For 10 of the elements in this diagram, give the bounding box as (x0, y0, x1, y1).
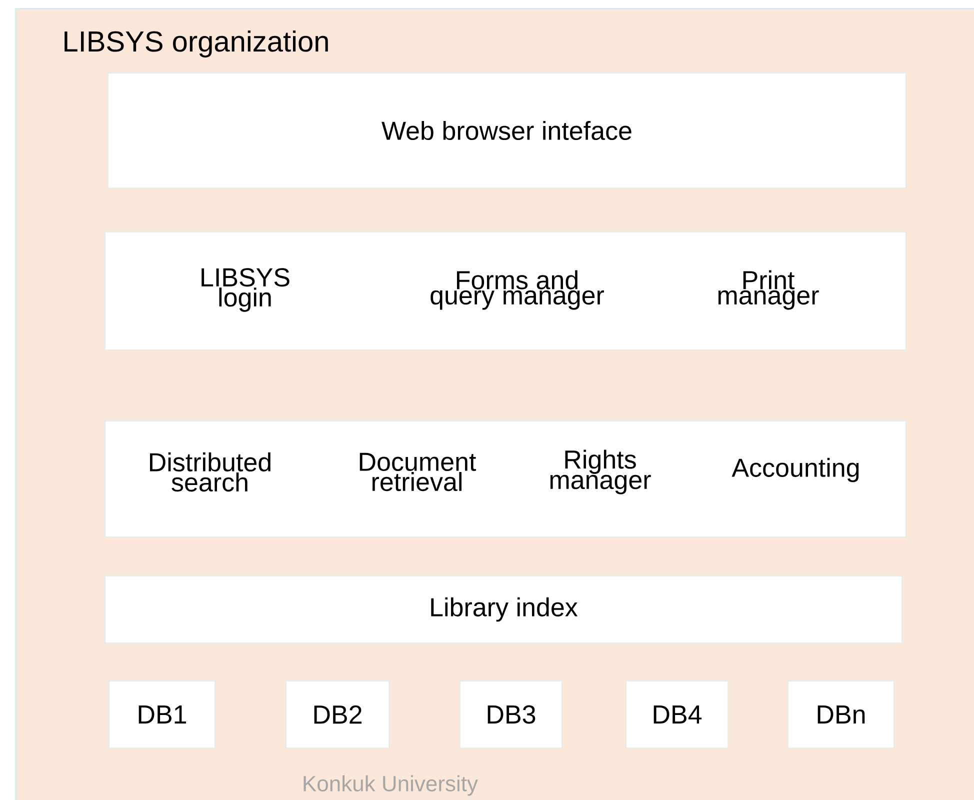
footer-text: Konkuk University (304, 775, 478, 796)
database-box: DB4 (626, 680, 728, 748)
layer-box: Library index (104, 576, 902, 644)
database-box: DBn (788, 680, 894, 748)
database-box: DB1 (108, 680, 216, 748)
database-box: DB3 (460, 680, 562, 748)
layer-band: LIBSYS login Forms and query manager Print manager (104, 232, 906, 350)
layer-band: Distributed search Document retrieval Rights manager Accounting (104, 420, 906, 538)
database-box: DB2 (286, 680, 390, 748)
layer-box: Web browser inteface (108, 72, 906, 188)
